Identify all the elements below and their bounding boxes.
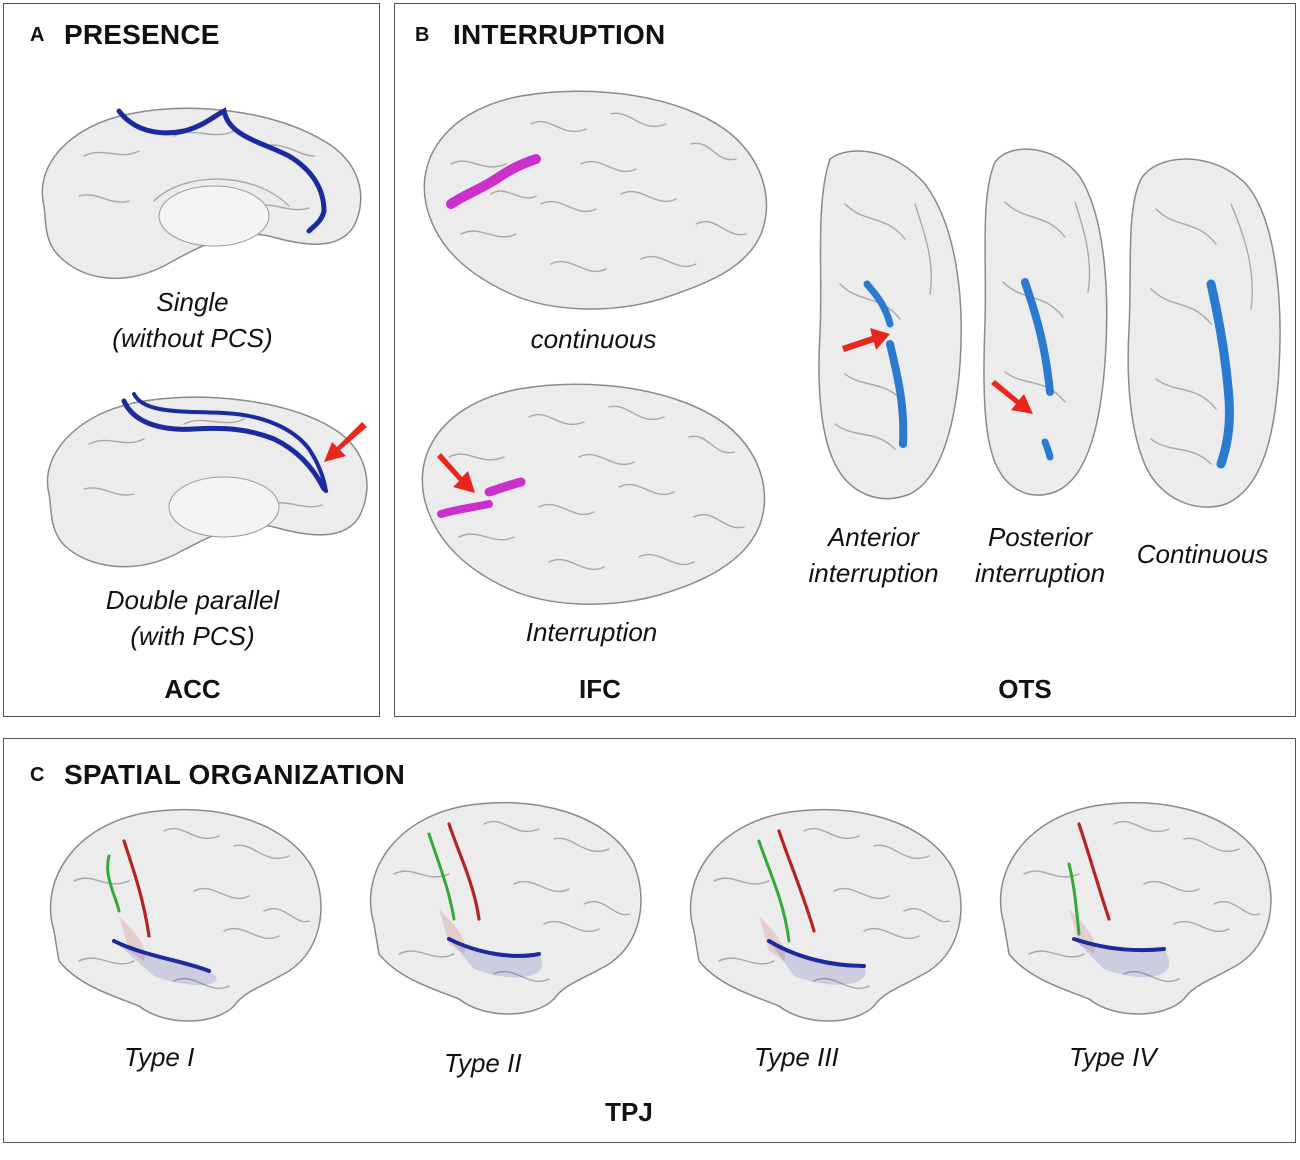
arrow-icon-ots-anterior (842, 328, 890, 352)
caption-ots-continuous: Continuous (1136, 539, 1269, 569)
arrow-icon-acc (324, 422, 367, 462)
caption-double-line2: (with PCS) (130, 621, 255, 651)
brain-tpj-type-4 (999, 801, 1272, 1015)
caption-single-line1: Single (156, 287, 229, 317)
brain-ots-posterior-interruption (983, 148, 1108, 496)
group-label-tpj: TPJ (605, 1097, 653, 1127)
caption-tpj-type-3: Type III (754, 1042, 839, 1072)
caption-ifc-interruption: Interruption (525, 617, 658, 647)
arrow-icon-ifc (437, 453, 475, 493)
caption-ifc-continuous: continuous (530, 324, 657, 354)
caption-ots-posterior: Posterior interruption (960, 519, 1120, 591)
brain-ifc-continuous (423, 90, 768, 310)
caption-ots-posterior-line1: Posterior (987, 522, 1093, 552)
caption-tpj-type-1: Type I (124, 1042, 195, 1072)
caption-tpj-type-2: Type II (444, 1048, 522, 1078)
caption-single-line2: (without PCS) (112, 323, 273, 353)
caption-ots-anterior: Anterior interruption (791, 519, 956, 591)
caption-ots-posterior-line2: interruption (974, 558, 1106, 588)
group-label-ifc: IFC (579, 674, 621, 704)
caption-single: Single (without PCS) (4, 284, 381, 356)
panel-letter-b: B (415, 24, 430, 46)
panel-letter-c: C (30, 764, 45, 786)
brain-ots-anterior-interruption (818, 150, 962, 500)
panel-title-presence: PRESENCE (64, 19, 220, 50)
brain-medial-single (41, 107, 362, 279)
panel-presence: A PRESENCE Single (without PCS) Double p… (3, 3, 380, 717)
brain-ots-continuous (1127, 158, 1281, 508)
brain-medial-double (46, 392, 368, 568)
arrow-icon-ots-posterior (991, 380, 1033, 414)
caption-ots-anterior-line2: interruption (808, 558, 939, 588)
caption-ots-anterior-line1: Anterior (827, 522, 920, 552)
panel-spatial-organization: C SPATIAL ORGANIZATION Type I Type II Ty… (3, 738, 1296, 1143)
panel-title-interruption: INTERRUPTION (453, 19, 666, 50)
panel-interruption: B INTERRUPTION continuous Interruption (394, 3, 1296, 717)
group-label-acc: ACC (164, 674, 221, 704)
caption-double-line1: Double parallel (105, 585, 280, 615)
caption-double-parallel: Double parallel (with PCS) (4, 582, 381, 654)
brain-tpj-type-3 (689, 808, 962, 1022)
group-label-ots: OTS (998, 674, 1052, 704)
panel-letter-a: A (30, 24, 45, 46)
brain-ifc-interruption (421, 383, 766, 605)
brain-tpj-type-1 (49, 808, 322, 1022)
panel-title-spatial-organization: SPATIAL ORGANIZATION (64, 759, 406, 790)
caption-tpj-type-4: Type IV (1069, 1042, 1157, 1072)
brain-tpj-type-2 (369, 801, 642, 1015)
